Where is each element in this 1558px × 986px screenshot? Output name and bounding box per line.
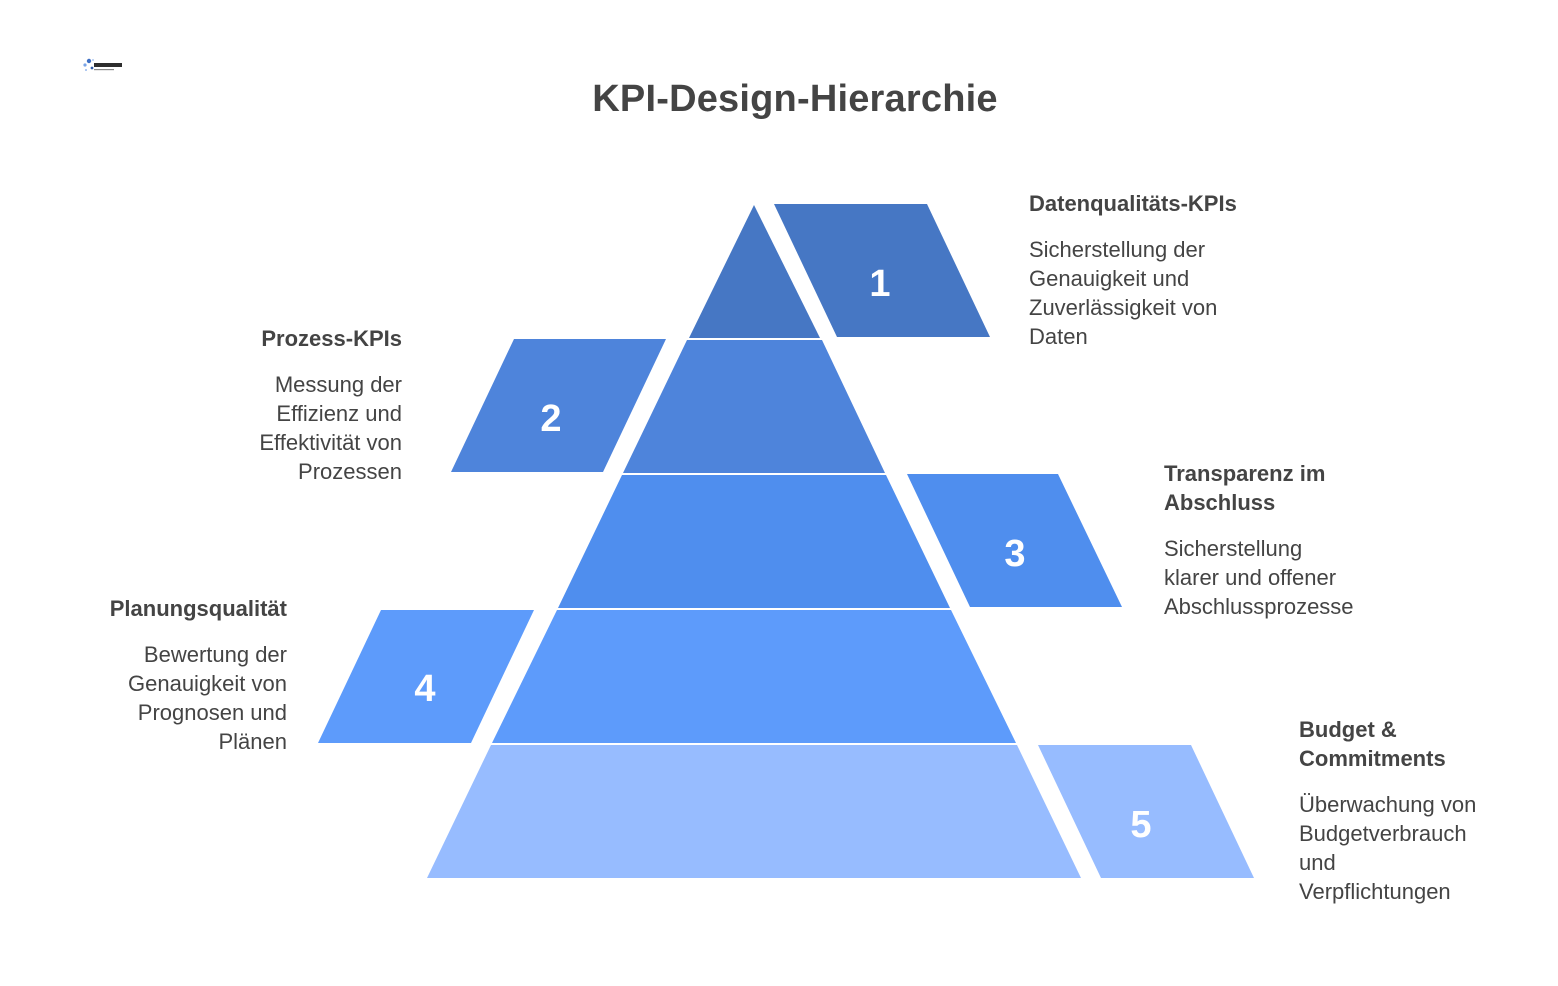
number-tab-3	[907, 474, 1122, 607]
number-tab-2	[451, 339, 666, 472]
level-2-title: Prozess-KPIs	[261, 326, 402, 351]
number-label-5: 5	[1130, 804, 1151, 846]
pyramid-layer-1	[689, 205, 820, 338]
number-label-4: 4	[414, 668, 435, 710]
pyramid-layer-3	[558, 475, 950, 608]
level-2-description: Messung der Effizienz und Effektivität v…	[259, 372, 402, 484]
pyramid-layer-4	[492, 610, 1016, 743]
level-4-description: Bewertung der Genauigkeit von Prognosen …	[128, 642, 287, 754]
level-3-title: Transparenz im Abschluss	[1164, 461, 1326, 515]
number-tab-4	[318, 610, 534, 743]
level-1-title: Datenqualitäts-KPIs	[1029, 191, 1237, 216]
number-label-2: 2	[540, 398, 561, 440]
level-4-text: Planungsqualität Bewertung der Genauigke…	[40, 594, 287, 756]
page-title: KPI-Design-Hierarchie	[592, 78, 998, 120]
fm-connect-logo	[80, 55, 126, 77]
level-1-description: Sicherstellung der Genauigkeit und Zuver…	[1029, 237, 1218, 349]
level-2-text: Prozess-KPIs Messung der Effizienz und E…	[150, 324, 402, 486]
level-5-text: Budget & Commitments Überwachung von Bud…	[1299, 715, 1539, 906]
level-4-title: Planungsqualität	[109, 596, 287, 621]
number-label-1: 1	[869, 263, 890, 305]
level-5-title: Budget & Commitments	[1299, 717, 1446, 771]
level-3-text: Transparenz im Abschluss Sicherstellung …	[1164, 459, 1464, 621]
pyramid-layer-5	[427, 745, 1081, 878]
level-3-description: Sicherstellung klarer und offener Abschl…	[1164, 536, 1354, 619]
number-label-3: 3	[1004, 533, 1025, 575]
number-tab-5	[1038, 745, 1254, 878]
number-tab-1	[774, 204, 990, 337]
level-5-description: Überwachung von Budgetverbrauch und Verp…	[1299, 792, 1477, 904]
level-1-text: Datenqualitäts-KPIs Sicherstellung der G…	[1029, 189, 1329, 351]
pyramid-layer-2	[623, 340, 885, 473]
